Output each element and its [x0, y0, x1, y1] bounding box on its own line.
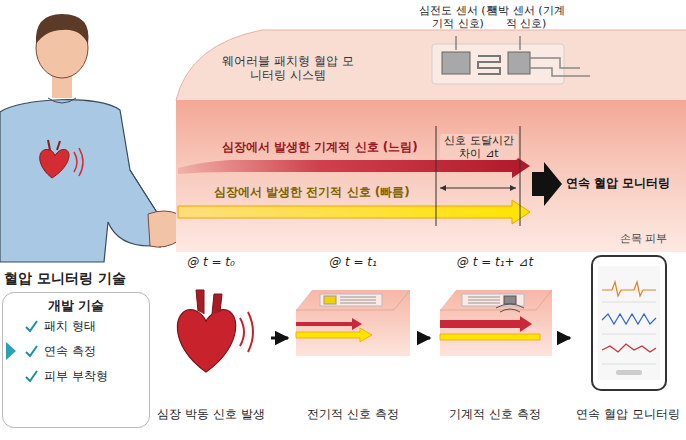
time-label: @ t = t₁	[327, 254, 379, 270]
text-label: 심전도 센서 (전기적 신호)	[418, 4, 498, 30]
stage-box: @ t = t₁+ ⊿t 기계적 신호 측정	[432, 254, 558, 422]
patch-mechanical	[440, 290, 552, 356]
text-label: 웨어러블 패치형 혈압 모니터링 시스템	[218, 54, 358, 83]
text-label: 신호 도달시간 차이 ⊿t	[440, 134, 518, 160]
check-marks	[6, 321, 37, 381]
person-figure	[0, 14, 180, 262]
text-label: 연속 측정	[44, 344, 144, 358]
text-label: 손목 피부	[620, 232, 682, 245]
stage-box: @ t = t₀ 심장 박동 신호 발생	[153, 254, 269, 422]
flow-arrow	[560, 337, 570, 340]
stage-label: 기계적 신호 측정	[447, 406, 543, 422]
text-label: 피부 부착형	[44, 369, 144, 383]
time-label: @ t = t₀	[185, 254, 237, 270]
text-label: 연속 혈압 모니터링	[566, 176, 684, 190]
wrist-skin	[176, 30, 686, 252]
heart-icon	[177, 290, 253, 372]
phone-monitor	[592, 256, 666, 390]
text-label: 패치 형태	[44, 319, 144, 333]
stage-box: 연속 혈압 모니터링	[572, 254, 684, 422]
flow-arrow	[418, 337, 430, 340]
text-label: 심장에서 발생한 기계적 신호 (느림)	[222, 140, 432, 154]
flow-arrow	[271, 337, 288, 340]
stage-box: @ t = t₁ 전기적 신호 측정	[290, 254, 416, 422]
text-label: 심장에서 발생한 전기적 신호 (빠름)	[214, 185, 428, 199]
stage-label: 심장 박동 신호 발생	[155, 406, 266, 422]
stage-label: 전기적 신호 측정	[305, 406, 401, 422]
patch-sensors	[432, 36, 590, 84]
signal-arrows	[178, 126, 562, 226]
stage-label: 연속 혈압 모니터링	[574, 406, 682, 422]
patch-electrical	[296, 290, 410, 356]
text-label: 맥박 센서 (기계적 신호)	[486, 4, 566, 30]
time-label: @ t = t₁+ ⊿t	[455, 254, 535, 270]
panel-subheading: 개발 기술	[2, 297, 150, 315]
panel-heading: 혈압 모니터링 기술	[2, 268, 150, 290]
